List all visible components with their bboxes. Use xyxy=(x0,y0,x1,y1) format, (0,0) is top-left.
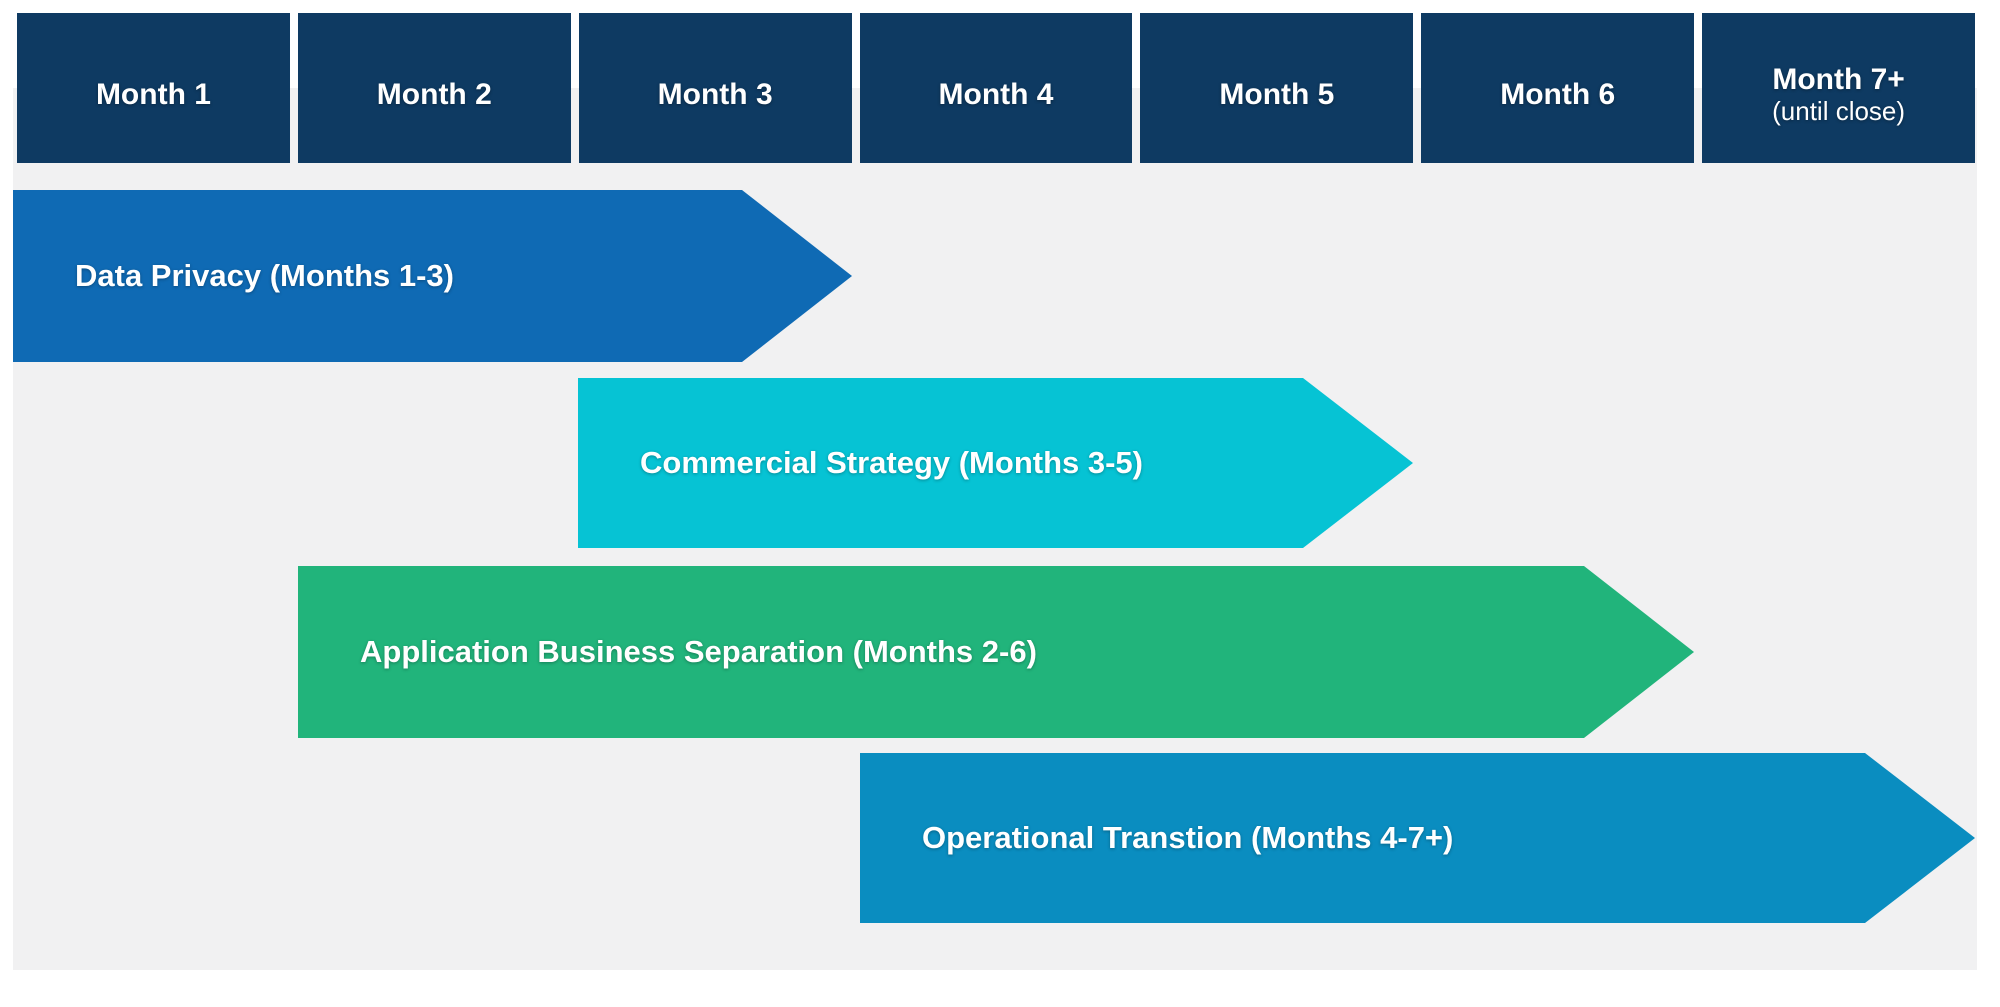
month-header-5: Month 5 xyxy=(1140,13,1414,163)
gantt-bar-label: Operational Transtion (Months 4-7+) xyxy=(922,820,1454,855)
month-label: Month 5 xyxy=(1219,77,1335,111)
month-label: Month 7+ xyxy=(1772,62,1905,96)
gantt-bar-data-privacy: Data Privacy (Months 1-3) xyxy=(13,190,852,362)
gantt-bar-application-business-separation: Application Business Separation (Months … xyxy=(298,566,1694,738)
month-header-7: Month 7+ (until close) xyxy=(1702,13,1976,163)
month-header-2: Month 2 xyxy=(297,13,571,163)
month-header-row: Month 1 Month 2 Month 3 Month 4 Month 5 … xyxy=(17,13,1976,163)
gantt-bar-operational-transition: Operational Transtion (Months 4-7+) xyxy=(860,753,1975,923)
gantt-bar-label: Data Privacy (Months 1-3) xyxy=(75,258,454,293)
month-label: Month 6 xyxy=(1500,77,1616,111)
gantt-bar-label: Commercial Strategy (Months 3-5) xyxy=(640,445,1143,480)
month-label: Month 3 xyxy=(657,77,773,111)
month-label: Month 1 xyxy=(95,77,211,111)
month-header-1: Month 1 xyxy=(17,13,290,163)
month-label: Month 2 xyxy=(376,77,492,111)
gantt-bar-label: Application Business Separation (Months … xyxy=(360,634,1037,669)
month-label: Month 4 xyxy=(938,77,1054,111)
month-header-3: Month 3 xyxy=(578,13,852,163)
month-header-6: Month 6 xyxy=(1421,13,1695,163)
month-header-4: Month 4 xyxy=(859,13,1133,163)
month-sublabel: (until close) xyxy=(1772,96,1906,127)
gantt-bar-commercial-strategy: Commercial Strategy (Months 3-5) xyxy=(578,378,1413,548)
